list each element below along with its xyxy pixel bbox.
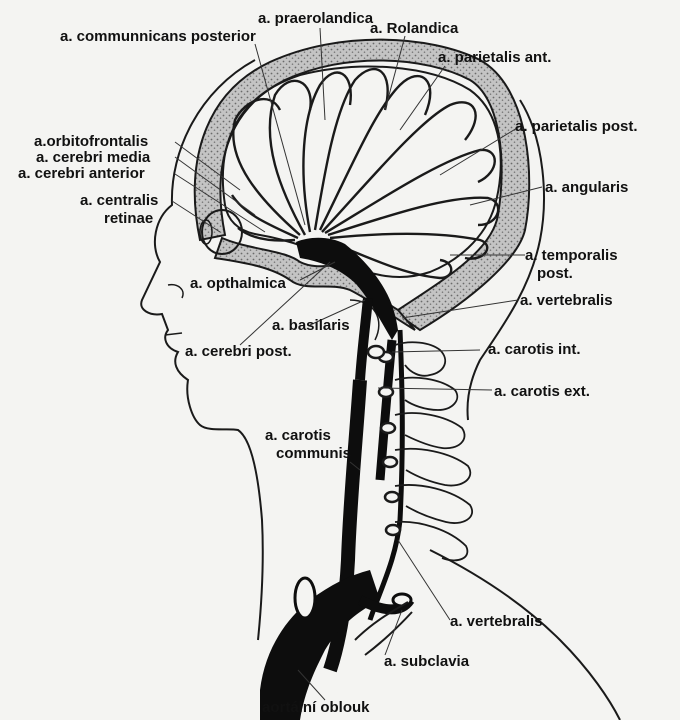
label-temporalis-post-line2: post.	[537, 265, 573, 282]
label-parietalis-ant: a. parietalis ant.	[438, 49, 551, 66]
label-carotis-int: a. carotis int.	[488, 341, 581, 358]
label-centralis-retinae-line1: a. centralis	[80, 192, 158, 209]
nostril	[168, 285, 183, 298]
label-praerolandica: a. praerolandica	[258, 10, 374, 27]
label-aortalni-oblouk: aortální oblouk	[262, 699, 370, 716]
label-basilaris: a. basilaris	[272, 317, 350, 334]
shoulder-outline	[430, 550, 620, 720]
label-vertebralis-upper: a. vertebralis	[520, 292, 613, 309]
label-carotis-communis-line1: a. carotis	[265, 427, 331, 444]
arterial-trunk	[260, 238, 412, 720]
label-carotis-ext: a. carotis ext.	[494, 383, 590, 400]
label-vertebralis-lower: a. vertebralis	[450, 613, 543, 630]
label-cerebri-post: a. cerebri post.	[185, 343, 292, 360]
label-subclavia: a. subclavia	[384, 653, 470, 670]
cortical-branches	[232, 69, 498, 278]
label-communicans-posterior: a. communnicans posterior	[60, 28, 256, 45]
label-cerebri-media: a. cerebri media	[36, 149, 151, 166]
label-temporalis-post-line1: a. temporalis	[525, 247, 618, 264]
cervical-spine	[395, 342, 472, 560]
label-rolandica: a. Rolandica	[370, 20, 459, 37]
label-carotis-communis-line2: communis	[276, 445, 351, 462]
label-opthalmica: a. opthalmica	[190, 275, 287, 292]
label-centralis-retinae-line2: retinae	[104, 210, 153, 227]
label-orbitofrontalis: a.orbitofrontalis	[34, 133, 148, 150]
label-angularis: a. angularis	[545, 179, 628, 196]
label-cerebri-anterior: a. cerebri anterior	[18, 165, 145, 182]
label-parietalis-post: a. parietalis post.	[515, 118, 638, 135]
mouth	[165, 333, 182, 335]
